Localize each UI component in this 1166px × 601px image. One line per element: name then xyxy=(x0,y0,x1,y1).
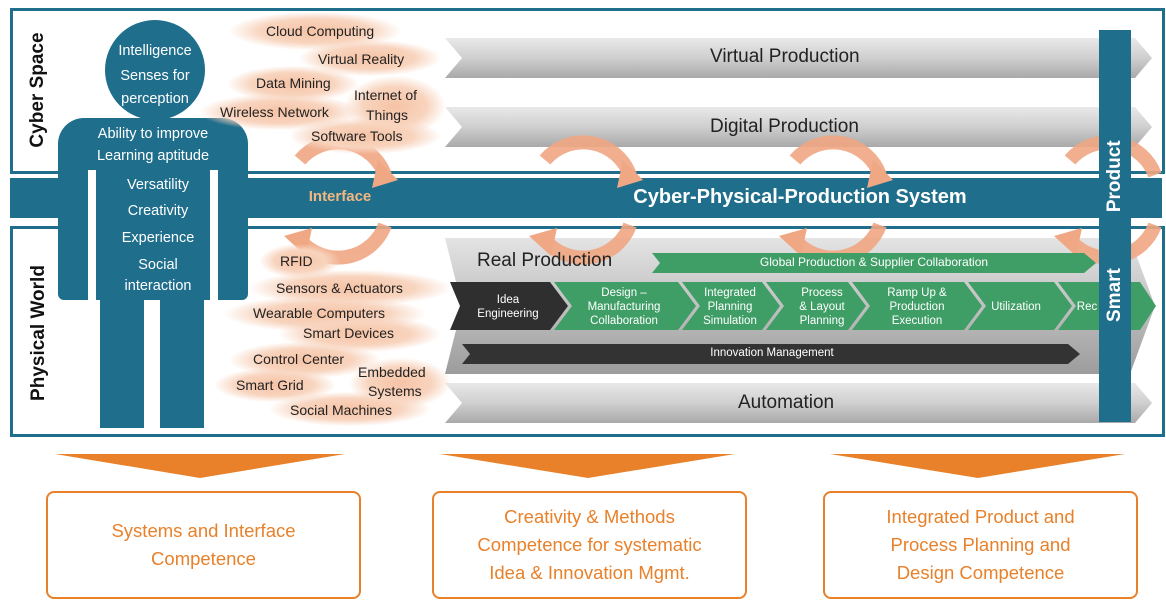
cycle-arrow-2 xyxy=(539,135,637,178)
human-leg-left xyxy=(100,292,144,428)
automation-label: Automation xyxy=(738,392,835,413)
tag-smart-devices: Smart Devices xyxy=(303,325,395,341)
human-head xyxy=(105,20,205,120)
human-leg-right xyxy=(160,292,204,428)
step-chevron-utilization xyxy=(968,282,1072,330)
human-trait: perception xyxy=(121,91,189,107)
virtual-production-arrow xyxy=(445,38,1152,78)
tag-data-mining: Data Mining xyxy=(256,75,331,91)
human-arm-gap-right xyxy=(210,170,218,300)
step-chevron-rampup xyxy=(852,282,982,330)
digital-production-arrow xyxy=(445,107,1152,147)
down-arrow-1 xyxy=(55,454,345,478)
collab-strip-label: Global Production & Supplier Collaborati… xyxy=(759,255,989,269)
virtual-production-label: Virtual Production xyxy=(710,46,860,67)
step-chevron-integrated xyxy=(682,282,780,330)
human-trait: Social xyxy=(138,257,178,273)
tag-embedded-systems: Systems xyxy=(368,383,422,399)
collab-strip-shape xyxy=(652,253,1096,273)
innovation-strip-shape xyxy=(462,344,1080,364)
tag-virtual-reality: Virtual Reality xyxy=(318,51,405,67)
cpps-band-overlay-human xyxy=(10,178,58,218)
human-trait: Intelligence xyxy=(118,43,192,59)
human-trait: Versatility xyxy=(126,177,190,193)
step-rec: Rec xyxy=(1076,301,1098,313)
interface-label: Interface xyxy=(308,188,372,205)
human-trait: Experience xyxy=(121,230,195,246)
tag-wireless-network: Wireless Network xyxy=(220,104,329,120)
cpps-title: Cyber-Physical-Production System xyxy=(633,186,967,208)
human-trait: Ability to improve xyxy=(97,126,209,142)
tag-iot: Things xyxy=(366,107,409,123)
tag-cloud-computing: Cloud Computing xyxy=(266,23,375,39)
tag-social-machines: Social Machines xyxy=(290,402,392,418)
human-trait: Senses for xyxy=(120,68,190,84)
step-chevron-design xyxy=(554,282,696,330)
tag-software-tools: Software Tools xyxy=(311,128,403,144)
human-trait: Learning aptitude xyxy=(96,148,210,164)
human-trait: Creativity xyxy=(127,203,189,219)
down-arrows xyxy=(55,454,1125,478)
step-utilization: Utilization xyxy=(991,301,1041,313)
cycle-arrow-3 xyxy=(789,135,887,178)
tag-control-center: Control Center xyxy=(253,351,345,367)
automation-arrow xyxy=(445,383,1152,423)
digital-production-label: Digital Production xyxy=(710,116,859,137)
down-arrow-2 xyxy=(440,454,735,478)
human-trait: interaction xyxy=(124,278,192,294)
tag-wearable-computers: Wearable Computers xyxy=(253,305,386,321)
tag-rfid: RFID xyxy=(280,253,313,269)
tag-sensors-actuators: Sensors & Actuators xyxy=(276,280,403,296)
real-production-label: Real Production xyxy=(477,250,613,271)
step-chevron-process xyxy=(766,282,866,330)
innovation-strip-label: Innovation Management xyxy=(710,347,834,359)
smart-product-label: SmartProduct xyxy=(1104,140,1125,322)
process-steps-shapes xyxy=(450,282,1156,330)
smart-product-bar xyxy=(1099,30,1131,422)
tag-blob xyxy=(270,392,430,426)
human-arm-gap-left xyxy=(88,170,96,300)
tag-blob xyxy=(290,118,440,154)
tag-iot: Internet of xyxy=(354,87,418,103)
tag-smart-grid: Smart Grid xyxy=(236,377,304,393)
down-arrow-3 xyxy=(830,454,1125,478)
tag-embedded-systems: Embedded xyxy=(358,364,426,380)
step-chevron-idea xyxy=(450,282,568,330)
